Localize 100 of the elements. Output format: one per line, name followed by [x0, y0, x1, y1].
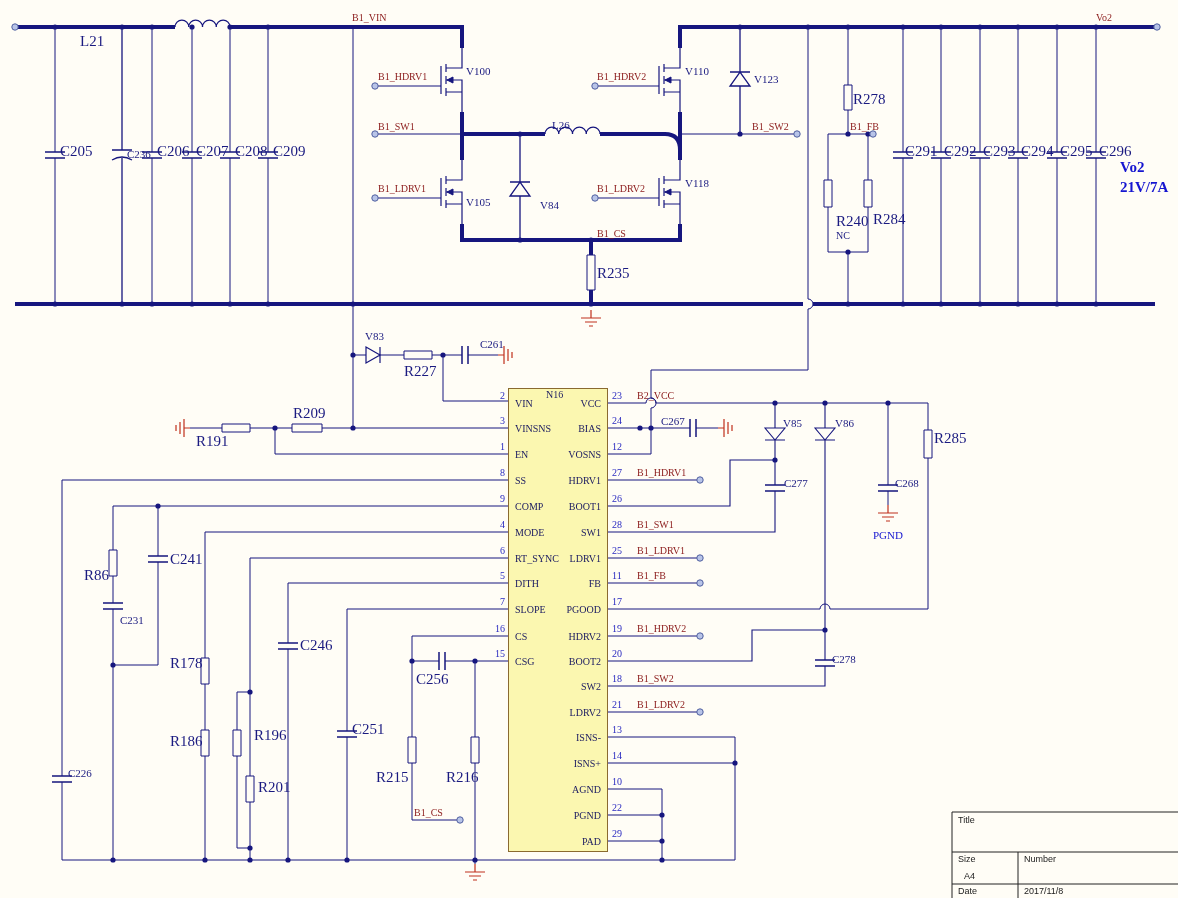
net-label: B1_SW1: [637, 520, 674, 530]
component-designator: R209: [293, 406, 326, 421]
component-designator: V123: [754, 74, 779, 85]
component-designator: C292: [944, 144, 977, 159]
net-label: B1_LDRV1: [637, 546, 686, 556]
component-value: NC: [836, 231, 850, 241]
component-designator: R278: [853, 92, 886, 107]
title-block-text: Date: [958, 887, 977, 896]
component-designator: C267: [661, 416, 685, 427]
component-designator: C296: [1099, 144, 1132, 159]
component-designator: L21: [80, 34, 105, 49]
component-designator: V105: [466, 197, 491, 208]
net-label: B1_LDRV1: [378, 184, 427, 194]
component-designator: V100: [466, 66, 491, 77]
net-label: B1_FB: [637, 571, 666, 581]
component-designator: R216: [446, 770, 479, 785]
component-designator: C209: [273, 144, 306, 159]
component-designator: R178: [170, 656, 203, 671]
component-designator: R240: [836, 214, 869, 229]
component-designator: V110: [685, 66, 710, 77]
pin-name: BOOT2: [568, 657, 601, 667]
pin-name: CS: [515, 632, 528, 642]
component-designator: C205: [60, 144, 93, 159]
component-designator: R215: [376, 770, 409, 785]
component-designator: C208: [235, 144, 268, 159]
component-designator: C251: [352, 722, 385, 737]
pin-name: SS: [515, 476, 527, 486]
component-designator: C261: [480, 339, 504, 350]
component-designator: C256: [416, 672, 449, 687]
pin-name: VINSNS: [515, 424, 552, 434]
component-designator: C278: [832, 654, 856, 665]
pin-name: VIN: [515, 399, 533, 409]
component-designator: R191: [196, 434, 229, 449]
component-designator: C295: [1060, 144, 1093, 159]
pin-name: DITH: [515, 579, 539, 589]
net-label: B1_VIN: [352, 13, 387, 23]
component-designator: R196: [254, 728, 287, 743]
component-designator: C293: [983, 144, 1016, 159]
component-designator: C268: [895, 478, 919, 489]
title-block-text: Title: [958, 816, 975, 825]
component-designator: N16: [546, 390, 564, 400]
component-designator: C241: [170, 552, 203, 567]
title-block-text: A4: [964, 872, 975, 881]
component-designator: C206: [157, 144, 190, 159]
component-designator: R284: [873, 212, 906, 227]
net-label: B1_CS: [414, 808, 443, 818]
net-label: B1_HDRV2: [597, 72, 647, 82]
pin-name: PGND: [573, 811, 601, 821]
pin-name: HDRV2: [568, 632, 601, 642]
net-label: B1_FB: [850, 122, 879, 132]
component-designator: R201: [258, 780, 291, 795]
component-designator: C231: [120, 615, 144, 626]
net-label: B1_SW2: [752, 122, 789, 132]
pin-name: ISNS+: [573, 759, 601, 769]
pin-name: VCC: [580, 399, 601, 409]
pin-name: COMP: [515, 502, 544, 512]
ic-package: [508, 388, 608, 852]
component-designator: V84: [540, 200, 559, 211]
net-label: B1_LDRV2: [597, 184, 646, 194]
title-block-text: Number: [1024, 855, 1056, 864]
net-label: B1_HDRV1: [637, 468, 687, 478]
component-designator: V118: [685, 178, 710, 189]
pin-name: CSG: [515, 657, 535, 667]
component-designator: C207: [196, 144, 229, 159]
net-label: B2_VCC: [637, 391, 675, 401]
component-designator: C294: [1021, 144, 1054, 159]
component-designator: R86: [84, 568, 109, 583]
component-designator: C277: [784, 478, 808, 489]
component-designator: V85: [783, 418, 802, 429]
pin-name: EN: [515, 450, 529, 460]
pin-name: LDRV1: [569, 554, 601, 564]
net-label: B1_HDRV1: [378, 72, 428, 82]
component-designator: C246: [300, 638, 333, 653]
net-label: B1_SW1: [378, 122, 415, 132]
pin-name: SLOPE: [515, 605, 546, 615]
pin-name: PAD: [581, 837, 601, 847]
pin-name: ISNS-: [576, 733, 601, 743]
component-designator: R227: [404, 364, 437, 379]
component-designator: V83: [365, 331, 384, 342]
component-designator: R285: [934, 431, 967, 446]
pin-name: FB: [588, 579, 601, 589]
output-rating: Vo2: [1120, 160, 1145, 175]
component-designator: V86: [835, 418, 854, 429]
component-designator: C226: [68, 768, 92, 779]
pin-name: AGND: [572, 785, 601, 795]
component-designator: R186: [170, 734, 203, 749]
pin-name: VOSNS: [568, 450, 601, 460]
pin-name: BIAS: [578, 424, 601, 434]
net-label: Vo2: [1096, 13, 1112, 23]
net-label: B1_LDRV2: [637, 700, 686, 710]
net-label: B1_SW2: [637, 674, 674, 684]
component-designator: C291: [905, 144, 938, 159]
output-rating: 21V/7A: [1120, 180, 1169, 195]
net-label: B1_HDRV2: [637, 624, 687, 634]
pin-name: MODE: [515, 528, 545, 538]
title-block-text: 2017/11/8: [1024, 887, 1064, 896]
net-label: B1_CS: [597, 229, 626, 239]
pin-name: SW1: [581, 528, 601, 538]
pin-name: PGOOD: [566, 605, 601, 615]
pin-name: SW2: [581, 682, 601, 692]
